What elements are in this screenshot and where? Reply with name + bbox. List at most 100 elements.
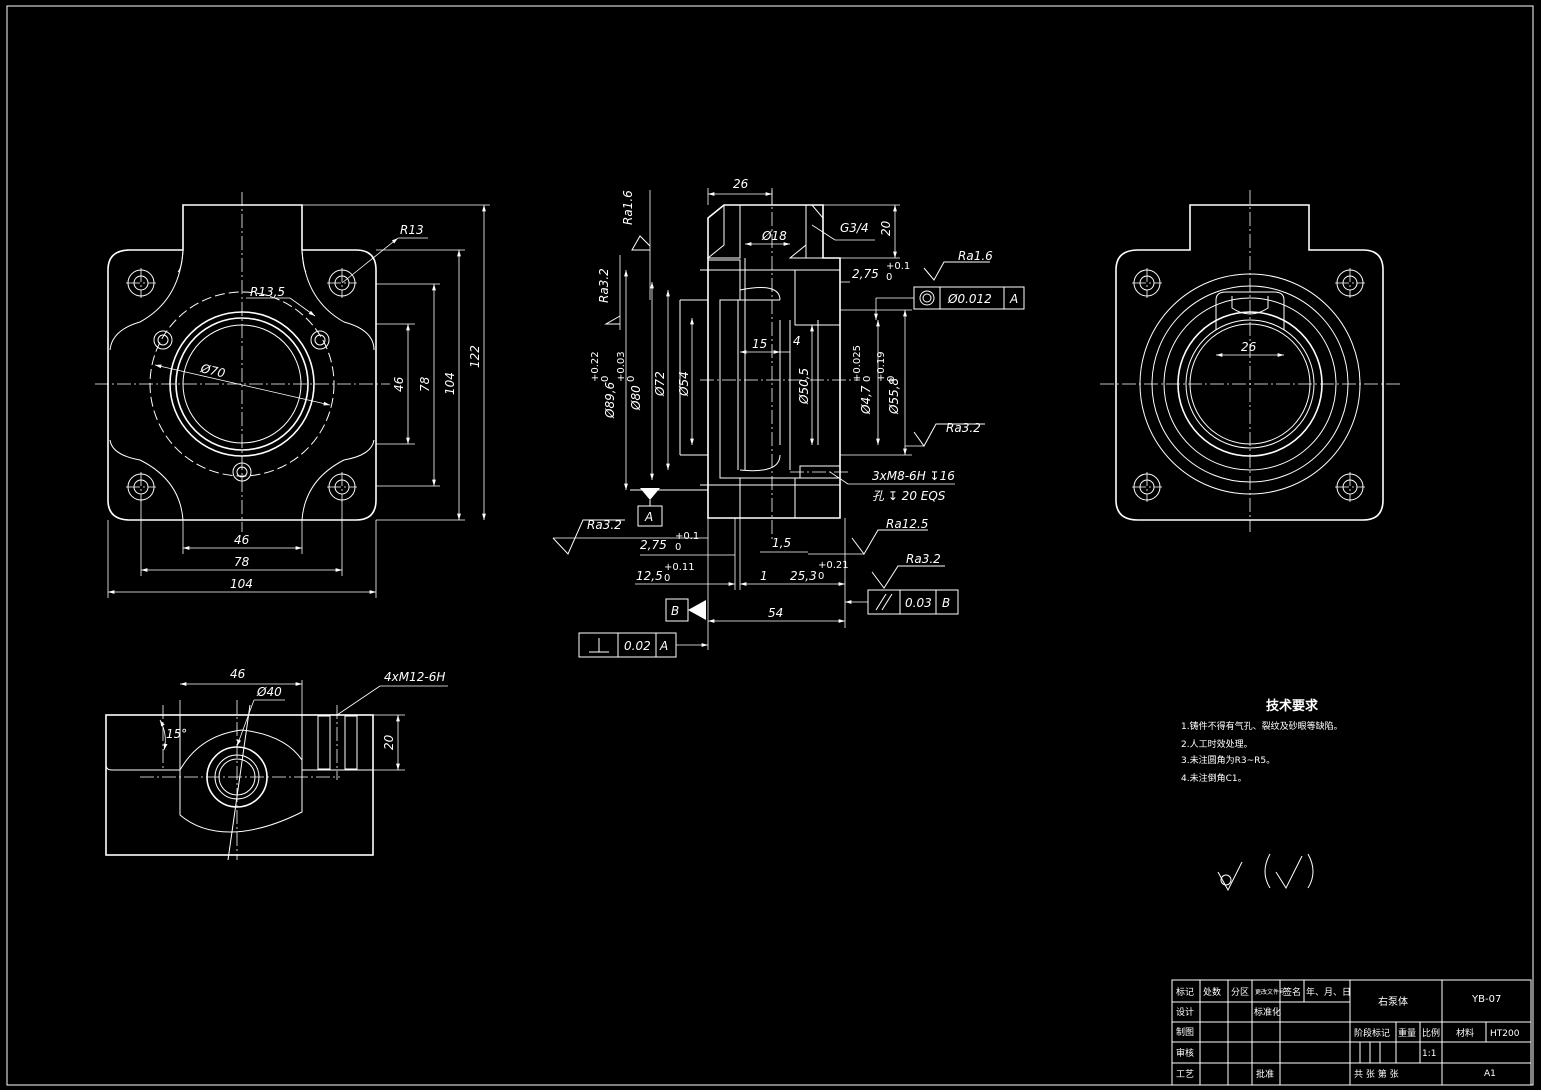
- tb-part-name: 右泵体: [1378, 995, 1408, 1008]
- tb-row1-4: 签名: [1283, 986, 1301, 998]
- sv-tol47-zero: 0: [862, 376, 873, 382]
- sv-tol275-top-zero: 0: [886, 272, 892, 283]
- tb-draw: 制图: [1176, 1026, 1194, 1038]
- tech-req-item-3: 3.未注圆角为R3~R5。: [1181, 754, 1275, 766]
- sv-phi505-label: Ø50,5: [797, 368, 811, 405]
- general-roughness-symbol: [1217, 853, 1314, 892]
- sv-holes-line1: 3xM8-6H ↧16: [872, 469, 955, 483]
- sv-parallel-value: 0.03: [905, 596, 932, 610]
- sv-dim15b-label: 1,5: [772, 536, 791, 550]
- sv-phi558-label: Ø55,8: [887, 377, 901, 415]
- sv-concentricity-value: Ø0.012: [947, 292, 992, 306]
- sv-dim15-label: 15: [752, 337, 767, 351]
- drawing-frame: [6, 5, 1534, 1086]
- sv-ra16-top-label: Ra1.6: [621, 190, 635, 225]
- sv-ra32-bl-label: Ra3.2: [587, 518, 622, 532]
- title-block: 标记 处数 分区 更改文件号 签名 年、月、日 设计 标准化 制图 审核 工艺 …: [1171, 979, 1532, 1086]
- sv-g34-label: G3/4: [840, 221, 869, 235]
- tb-drawing-no: YB-07: [1471, 994, 1501, 1005]
- r13-label: R13: [400, 223, 424, 237]
- dim46h-label: 46: [234, 533, 250, 547]
- sv-tol80-plus: +0.03: [616, 351, 627, 382]
- tb-row1-0: 标记: [1176, 986, 1194, 998]
- sv-phi47-label: Ø4,7: [859, 385, 873, 415]
- tb-row1-2: 分区: [1231, 987, 1249, 998]
- sv-perp-ref: A: [659, 639, 668, 653]
- tb-sheets: 共 张 第 张: [1354, 1068, 1399, 1080]
- sv-concentricity-ref: A: [1009, 292, 1018, 306]
- section-view: 26 Ø18 G3/4 20 Ra1.6 Ra3.2 2,75 +0.1 0 R…: [552, 177, 1025, 658]
- sv-phi18-label: Ø18: [761, 229, 787, 243]
- bottom-view: 46 Ø40 15° 4xM12-6H 20: [105, 667, 448, 861]
- dim46v-label: 46: [392, 376, 406, 392]
- sv-tol275b-zero: 0: [675, 542, 681, 553]
- sv-dim20-label: 20: [879, 220, 893, 236]
- sv-perp-value: 0.02: [624, 639, 651, 653]
- tb-material-label: 材料: [1456, 1027, 1474, 1039]
- dim122v-label: 122: [468, 345, 482, 368]
- sv-tol253-plus: +0.21: [818, 560, 849, 571]
- sv-tol125-zero: 0: [664, 573, 670, 584]
- r135-label: R13,5: [250, 285, 285, 299]
- tb-material: HT200: [1490, 1029, 1520, 1039]
- bv-dim20-label: 20: [382, 734, 396, 750]
- tech-req-item-2: 2.人工时效处理。: [1181, 738, 1253, 750]
- tb-approve: 批准: [1256, 1068, 1274, 1080]
- sv-datum-a-label: A: [644, 510, 653, 524]
- sv-tol896-zero: 0: [600, 376, 611, 382]
- tb-standardize: 标准化: [1254, 1006, 1281, 1018]
- tb-weight: 重量: [1398, 1027, 1416, 1039]
- tech-req-title: 技术要求: [1266, 698, 1319, 714]
- sv-phi54-label: Ø54: [677, 371, 691, 397]
- technical-requirements: 技术要求 1.铸件不得有气孔、裂纹及砂眼等缺陷。 2.人工时效处理。 3.未注圆…: [1181, 698, 1343, 784]
- tb-stage-mark: 阶段标记: [1354, 1027, 1390, 1039]
- dim104h-label: 104: [230, 577, 253, 591]
- front-view: R13 R13,5 Ø70 46 78 104 122 46 78 104: [95, 192, 490, 598]
- bv-phi40-label: Ø40: [256, 685, 282, 699]
- sv-dim1-label: 1: [760, 569, 768, 583]
- dim78v-label: 78: [418, 376, 432, 392]
- sv-tol275-top-plus: +0.1: [886, 261, 910, 272]
- tech-req-item-4: 4.未注倒角C1。: [1181, 772, 1247, 784]
- sv-tol253-zero: 0: [818, 571, 824, 582]
- sv-dim54-label: 54: [768, 606, 783, 620]
- sv-parallel-ref: B: [942, 596, 950, 610]
- sv-ra32-left-label: Ra3.2: [597, 268, 611, 303]
- sv-ra32-right-label: Ra3.2: [946, 421, 981, 435]
- sv-phi72-label: Ø72: [653, 371, 667, 397]
- sv-ra32-br-label: Ra3.2: [906, 552, 941, 566]
- bv-thread-label: 4xM12-6H: [384, 670, 445, 684]
- tb-review: 审核: [1176, 1047, 1194, 1059]
- tb-size: A1: [1484, 1069, 1496, 1079]
- tb-row1-1: 处数: [1203, 986, 1221, 998]
- sv-tol80-zero: 0: [626, 376, 637, 382]
- sv-tol558-zero: 0: [886, 376, 897, 382]
- sv-datum-b-label: B: [671, 604, 679, 618]
- sv-dim275-top-label: 2,75: [852, 267, 879, 281]
- tb-scale: 1:1: [1422, 1049, 1436, 1059]
- sv-phi80-label: Ø80: [629, 385, 643, 411]
- sv-holes-line2: 孔 ↧ 20 EQS: [872, 489, 946, 503]
- tech-req-item-1: 1.铸件不得有气孔、裂纹及砂眼等缺陷。: [1181, 720, 1343, 732]
- tb-row1-5: 年、月、日: [1306, 986, 1351, 998]
- tb-row1-3: 更改文件号: [1255, 988, 1285, 996]
- sv-dim253-label: 25,3: [790, 569, 817, 583]
- bv-angle-label: 15°: [166, 727, 187, 741]
- dim78h-label: 78: [234, 555, 250, 569]
- sv-ra16-right-label: Ra1.6: [958, 249, 993, 263]
- dim104v-label: 104: [443, 372, 457, 395]
- sv-tol558-plus: +0.19: [876, 351, 887, 382]
- phi70-label: Ø70: [198, 361, 227, 381]
- rv-dim26-label: 26: [1241, 340, 1257, 354]
- sv-dim275-bottom-label: 2,75: [640, 538, 667, 552]
- sv-dim4-label: 4: [793, 334, 801, 348]
- sv-dim125-label: 12,5: [636, 569, 663, 583]
- sv-tol896-plus: +0.22: [590, 351, 601, 382]
- tb-process: 工艺: [1176, 1069, 1194, 1080]
- tb-scale-label: 比例: [1422, 1027, 1440, 1039]
- sv-dim26-label: 26: [733, 177, 749, 191]
- sv-tol125-plus: +0.11: [664, 562, 695, 573]
- bv-dim46-label: 46: [230, 667, 246, 681]
- sv-tol47-plus: +0.025: [852, 345, 863, 382]
